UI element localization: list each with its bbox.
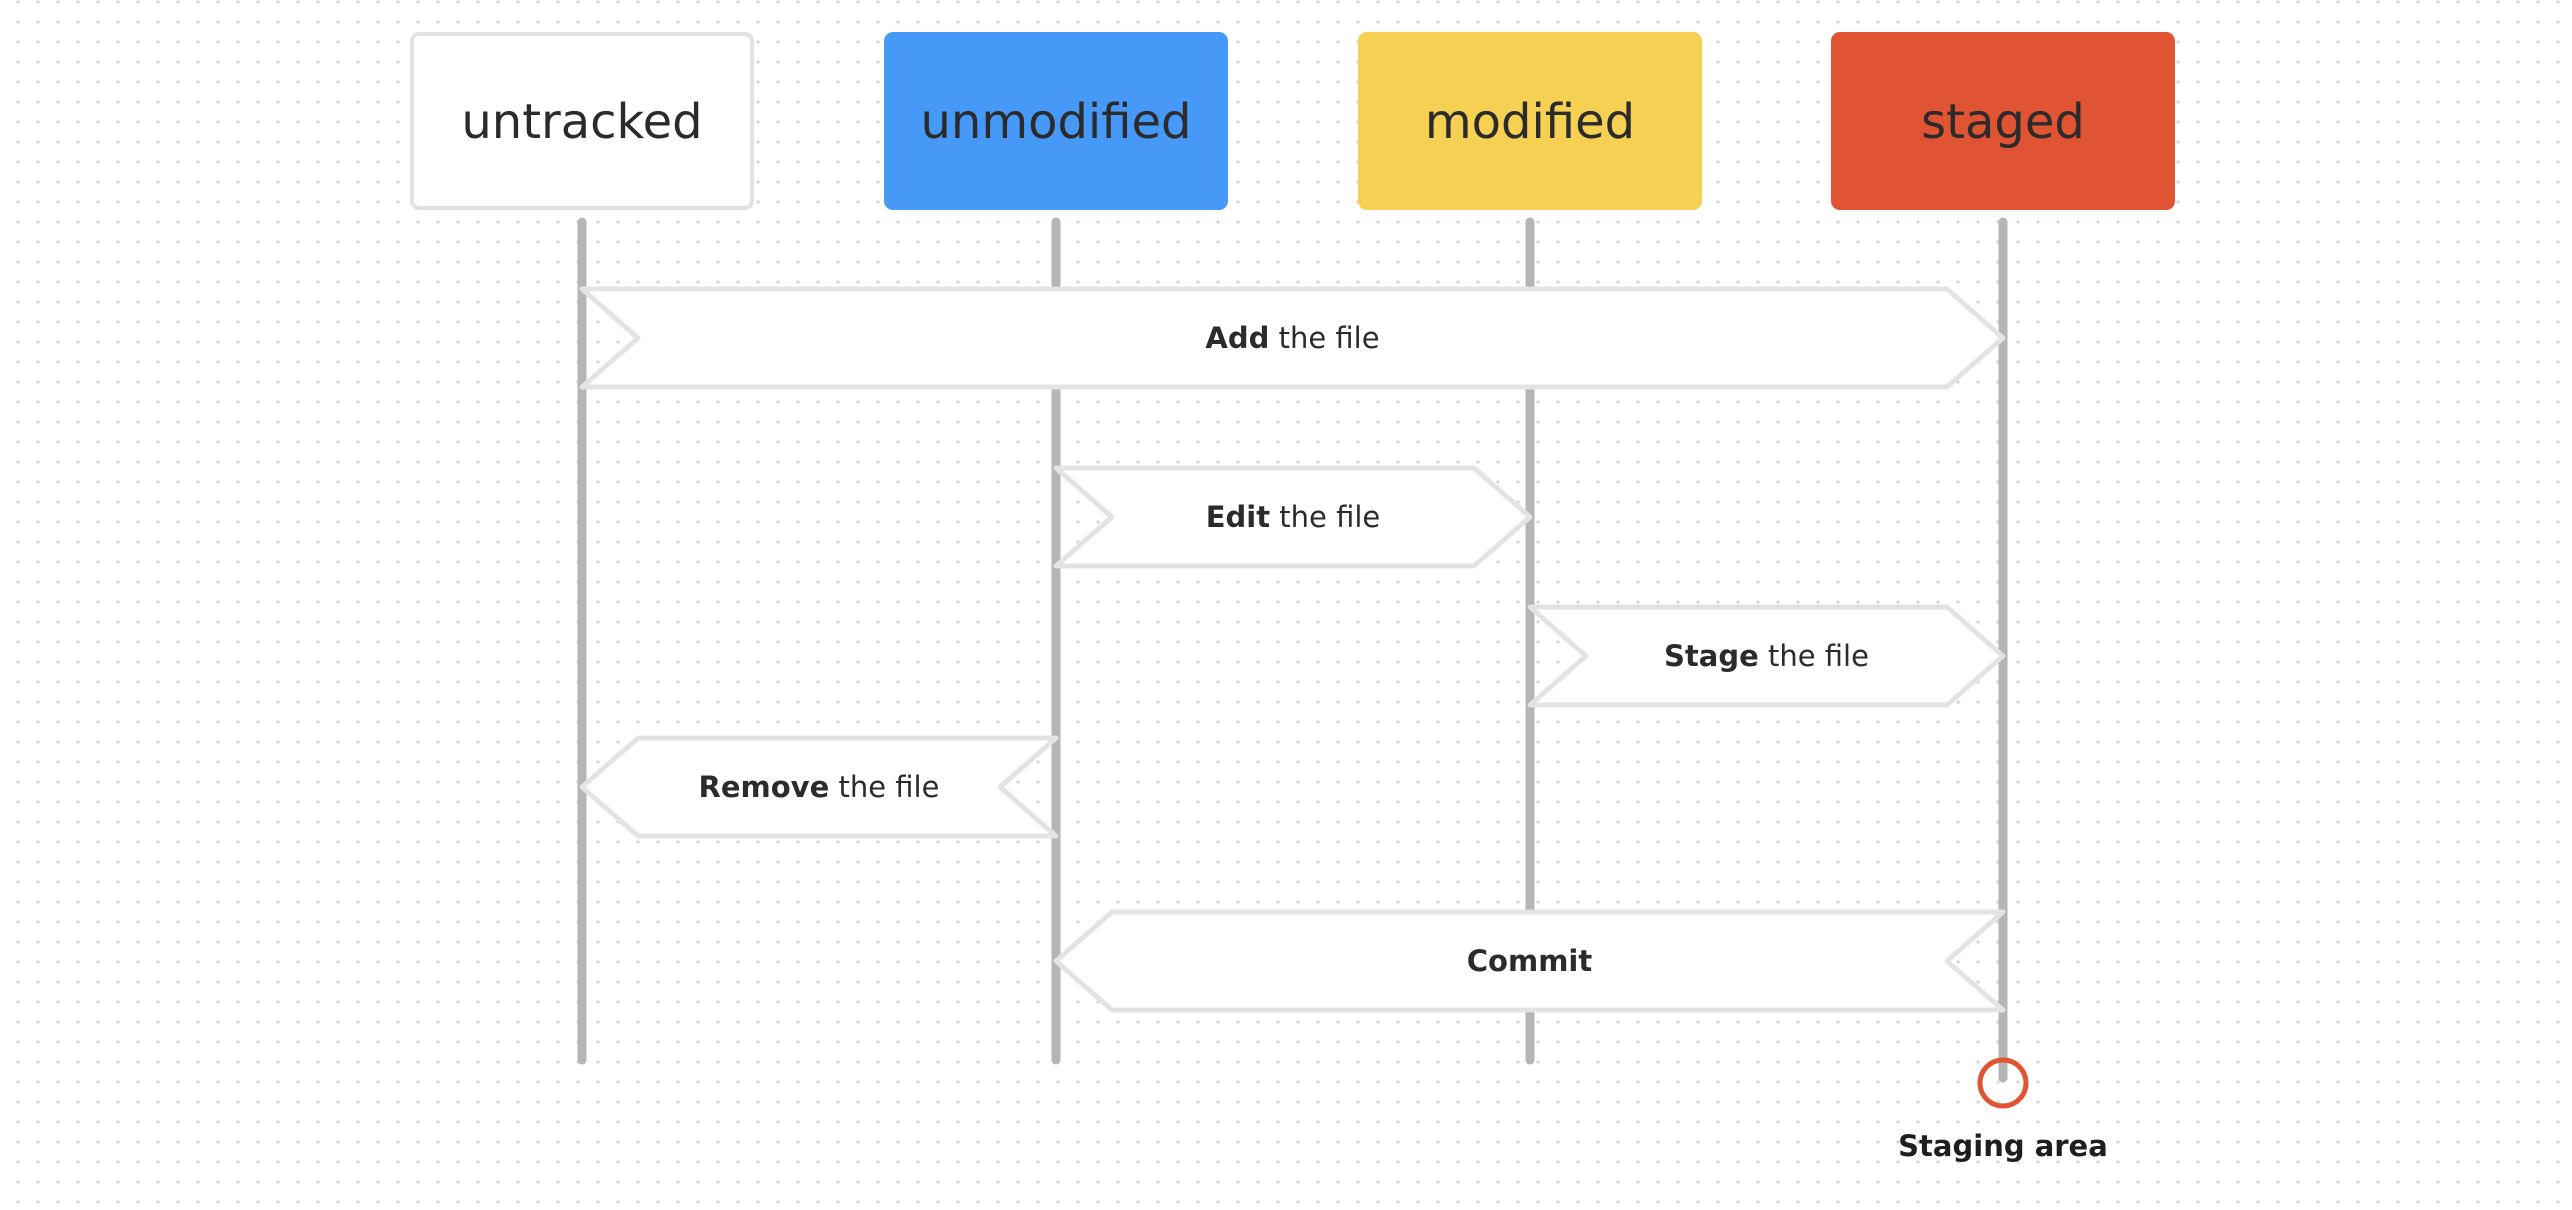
transition-add: Add the file: [579, 286, 2006, 390]
state-box-bg: [410, 32, 754, 210]
state-label-untracked: untracked: [461, 94, 702, 150]
transition-arrow: [579, 286, 2006, 390]
transition-arrow: [1527, 604, 2006, 708]
staging-area-marker: [1977, 1057, 2029, 1109]
state-box-bg: [884, 32, 1228, 210]
transition-label-remove: Remove the file: [699, 770, 940, 804]
state-box-bg: [1358, 32, 1702, 210]
state-box-bg: [1831, 32, 2175, 210]
transition-commit: Commit: [1053, 909, 2006, 1013]
state-box-modified: modified: [1358, 32, 1702, 210]
transition-remove: Remove the file: [579, 735, 1059, 839]
transition-label-stage: Stage the file: [1664, 639, 1869, 673]
state-box-untracked: untracked: [410, 32, 754, 210]
transition-label-add: Add the file: [1205, 321, 1379, 355]
state-box-staged: staged: [1831, 32, 2175, 210]
staging-area-label: Staging area: [1898, 1129, 2108, 1163]
transition-arrow: [1053, 909, 2006, 1013]
transition-arrow: [579, 735, 1059, 839]
transition-stage: Stage the file: [1527, 604, 2006, 708]
state-label-unmodified: unmodified: [920, 94, 1191, 150]
transition-edit: Edit the file: [1053, 465, 1533, 569]
state-label-staged: staged: [1921, 94, 2085, 150]
transition-arrow: [1053, 465, 1533, 569]
transition-label-commit: Commit: [1467, 944, 1593, 978]
transition-label-edit: Edit the file: [1206, 500, 1381, 534]
state-box-unmodified: unmodified: [884, 32, 1228, 210]
state-label-modified: modified: [1425, 94, 1635, 150]
